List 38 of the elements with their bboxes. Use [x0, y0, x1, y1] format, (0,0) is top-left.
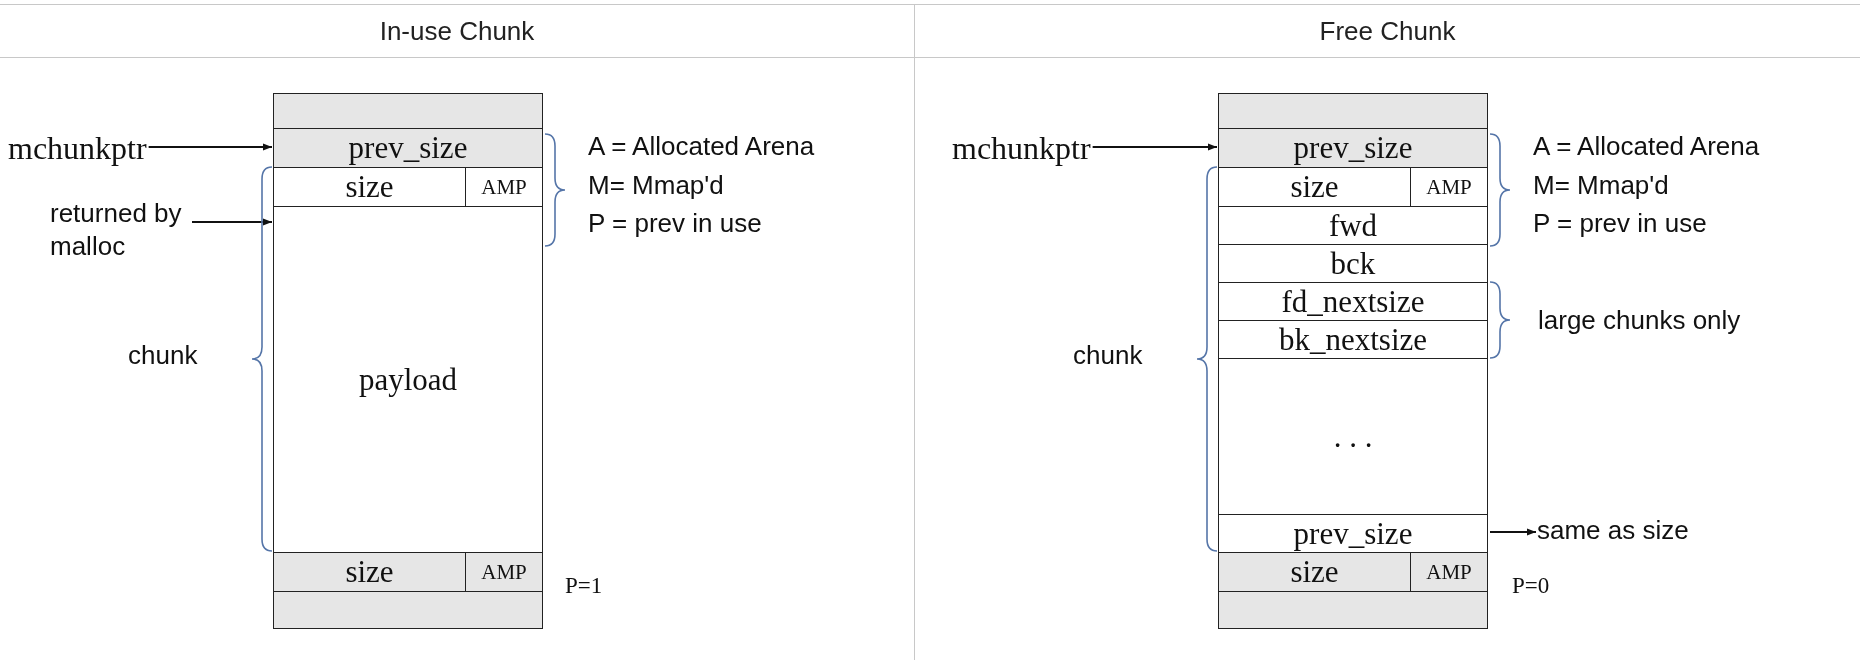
legend-text: A = Allocated Arena: [1533, 131, 1760, 162]
flag-note: P=0: [1512, 573, 1550, 599]
column-header: In-use Chunk: [0, 5, 914, 58]
flag-cell: AMP: [465, 552, 543, 592]
column-header: Free Chunk: [915, 5, 1860, 58]
arrow: [147, 143, 273, 151]
memory-row: . . .: [1218, 358, 1488, 515]
brace-label: chunk: [1073, 340, 1143, 371]
memory-row: prev_size: [1218, 128, 1488, 168]
pointer-label: mchunkptr: [952, 129, 1091, 167]
memory-row: bk_nextsize: [1218, 320, 1488, 359]
memory-row: payload: [273, 206, 543, 553]
memory-row: prev_size: [1218, 514, 1488, 553]
pointer-label: returned by malloc: [50, 197, 190, 267]
memory-row: fd_nextsize: [1218, 282, 1488, 321]
memory-row: [273, 591, 543, 629]
legend-text: M= Mmap'd: [588, 170, 724, 201]
arrow: [191, 218, 273, 226]
brace-label: large chunks only: [1538, 305, 1741, 336]
arrow: [1489, 528, 1537, 536]
memory-row: prev_size: [273, 128, 543, 168]
pointer-label: mchunkptr: [8, 129, 147, 167]
arrow: [1091, 143, 1218, 151]
brace-label: chunk: [128, 340, 198, 371]
flag-cell: AMP: [1410, 552, 1488, 592]
note-text: same as size: [1537, 515, 1689, 551]
legend-text: A = Allocated Arena: [588, 131, 815, 162]
memory-row: [1218, 591, 1488, 629]
memory-row: fwd: [1218, 206, 1488, 245]
legend-text: P = prev in use: [588, 208, 762, 239]
memory-row: size: [1218, 552, 1411, 592]
legend-text: P = prev in use: [1533, 208, 1707, 239]
memory-row: size: [273, 552, 466, 592]
flag-note: P=1: [565, 573, 603, 599]
memory-row: bck: [1218, 244, 1488, 283]
memory-row: [1218, 93, 1488, 129]
memory-row: [273, 93, 543, 129]
legend-text: M= Mmap'd: [1533, 170, 1669, 201]
